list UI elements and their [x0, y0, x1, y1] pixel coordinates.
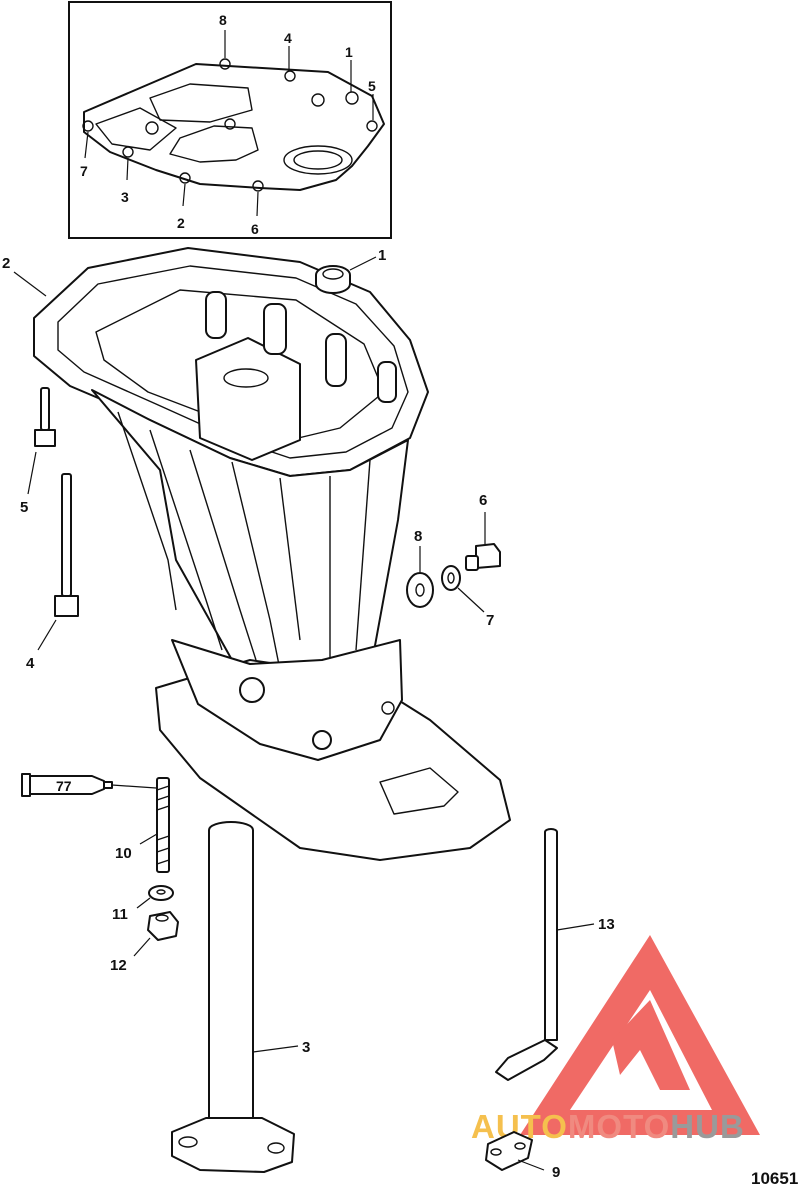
callout-11: 11 [112, 906, 128, 923]
watermark-moto: MOTO [568, 1108, 670, 1145]
inset-gasket-inner-2 [169, 125, 259, 163]
leader-2 [13, 271, 47, 297]
inset-callout-1: 1 [345, 44, 353, 60]
figure-number: 10651 [751, 1169, 798, 1188]
housing-bosses [205, 291, 397, 403]
callout-6: 6 [479, 492, 487, 509]
lubricant-tube-77: 77 [21, 773, 157, 797]
part-12-nut: 12 [110, 911, 179, 974]
housing-plate-slot [379, 767, 459, 815]
callout-10: 10 [115, 845, 132, 862]
inset-gasket-inner-1 [149, 83, 253, 123]
gasket-inset: 8 4 1 5 7 3 2 6 [68, 1, 392, 239]
watermark-logo [520, 935, 760, 1135]
part-5-short-bolt: 5 [20, 387, 56, 516]
watermark-inner-mark [612, 1000, 690, 1090]
svg-text:AUTOMOTOHUB: AUTOMOTOHUB [471, 1108, 745, 1145]
callout-5: 5 [20, 499, 28, 516]
inset-callout-2: 2 [177, 215, 185, 231]
part-13-rod: 13 [495, 828, 615, 1081]
housing-center-bore [223, 368, 269, 388]
callout-2: 2 [2, 255, 10, 272]
callout-3: 3 [302, 1039, 310, 1056]
inset-callout-7: 7 [80, 163, 88, 179]
part-4-long-bolt: 4 [26, 473, 79, 672]
part-11-washer: 11 [112, 885, 174, 923]
part-1-seal: 1 [315, 247, 386, 294]
driveshaft-housing [33, 247, 511, 861]
inset-gasket-inner-3 [95, 107, 177, 151]
part-7-gasket: 7 [441, 565, 494, 629]
housing-stud-boss [312, 730, 332, 750]
housing-small-hole [381, 701, 395, 715]
callout-4: 4 [26, 655, 35, 672]
inset-callout-6: 6 [251, 221, 259, 237]
inset-driveshaft-hole-inner [293, 150, 343, 170]
watermark-wordmark: AUTOMOTOHUB [471, 1108, 745, 1145]
housing-cavity [95, 289, 385, 441]
housing-ribs [117, 411, 371, 671]
tube-base-flange [171, 1117, 295, 1173]
watermark-triangle-icon [520, 935, 760, 1135]
inset-callout-4: 4 [284, 30, 292, 46]
lubricant-code: 77 [56, 778, 72, 794]
callout-13: 13 [598, 916, 615, 933]
inset-callout-5: 5 [368, 78, 376, 94]
inset-bolt-holes [82, 58, 378, 192]
part-8-washer: 8 [406, 528, 434, 608]
watermark-hub: HUB [670, 1108, 745, 1145]
housing-flange-inner [57, 265, 409, 459]
inset-leaders [84, 30, 374, 217]
part-6-plug: 6 [465, 492, 501, 571]
part-3-tube: 3 [171, 821, 310, 1173]
callout-7: 7 [486, 612, 494, 629]
part-9-clip: 9 [485, 1131, 560, 1181]
housing-pivot-boss [239, 677, 265, 703]
callout-1: 1 [378, 247, 386, 264]
housing-center-block [195, 337, 301, 461]
inset-driveshaft-hole [283, 145, 353, 175]
callout-8: 8 [414, 528, 422, 545]
inset-callout-8: 8 [219, 12, 227, 28]
callout-9: 9 [552, 1164, 560, 1181]
callout-12: 12 [110, 957, 127, 974]
part-10-stud: 10 [115, 777, 170, 873]
housing-lower-neck [171, 639, 403, 761]
inset-callout-3: 3 [121, 189, 129, 205]
